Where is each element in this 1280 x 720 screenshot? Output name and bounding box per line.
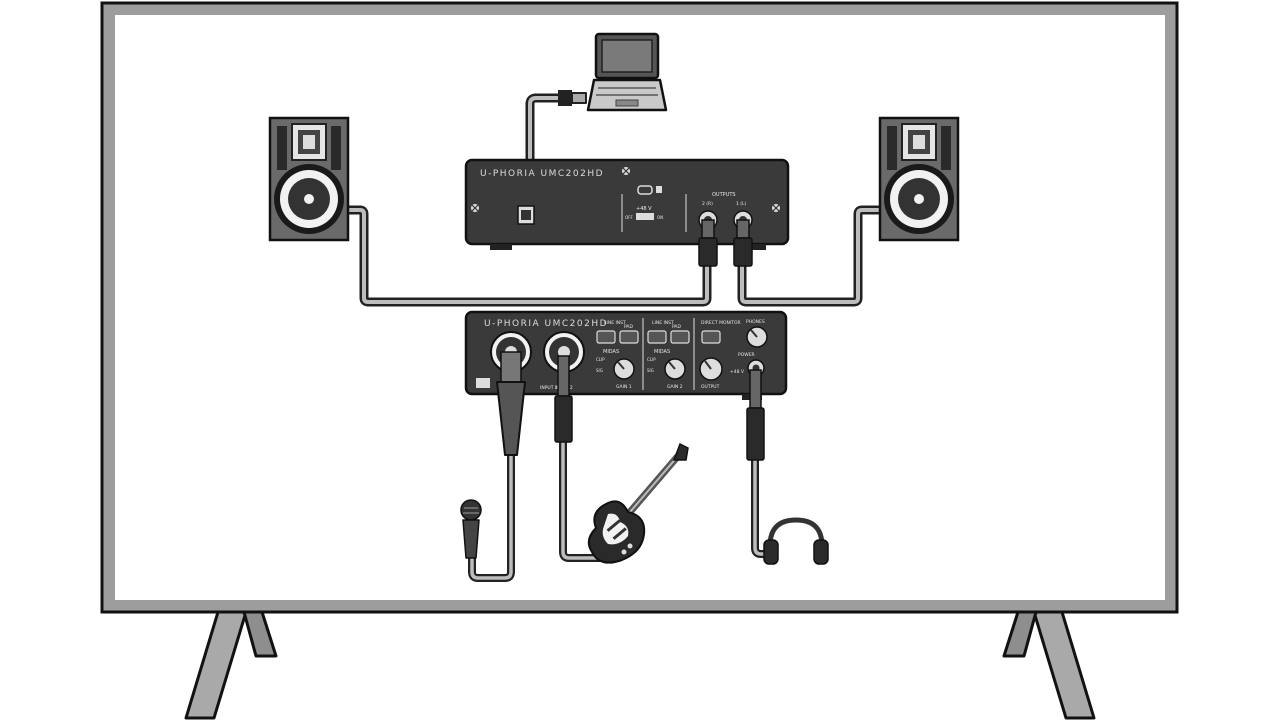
microphone (460, 499, 482, 559)
combo-input-2 (543, 331, 585, 373)
badge-icon (476, 378, 490, 388)
speaker-right-cable (737, 205, 885, 307)
gain-2-label: GAIN 2 (667, 384, 683, 390)
tv-stand (184, 610, 1096, 720)
ch1-pad-button (619, 330, 639, 344)
phantom-switch (636, 213, 654, 220)
rear-phantom-off: OFF (625, 215, 633, 220)
ch2-line-inst-button (647, 330, 667, 344)
ch1-line-inst-label: LINE INST (604, 320, 626, 326)
tv-leg-left (184, 610, 278, 720)
front-brand-label: U-PHORIA UMC202HD (484, 319, 608, 329)
microphone-cable (468, 451, 515, 582)
ch1-line-inst-button (596, 330, 616, 344)
studio-monitor-left (268, 116, 350, 242)
rear-outputs-label: OUTPUTS (712, 192, 736, 198)
interface-front-panel: U-PHORIA UMC202HD INPUT 1 INPUT 2 LINE I… (464, 310, 788, 400)
ch1-midas-label: MIDAS (603, 349, 619, 355)
guitar-cable (559, 436, 604, 562)
studio-monitor-right (878, 116, 960, 242)
rear-phantom-label: +48 V (636, 206, 652, 212)
power-label: POWER (738, 352, 755, 358)
ch2-clip-label: CLIP (647, 357, 656, 362)
kensington-lock-icon (637, 185, 662, 195)
ch2-pad-button (670, 330, 690, 344)
rear-screw-icons (471, 167, 780, 212)
ch1-clip-label: CLIP (596, 357, 605, 362)
rear-output-2-label: 2 (R) (702, 201, 713, 207)
direct-monitor-button (701, 330, 721, 344)
guitar-jack-plug (554, 355, 573, 443)
ch2-line-inst-label: LINE INST (652, 320, 674, 326)
laptop (586, 32, 668, 112)
tv-leg-right (1002, 610, 1096, 720)
ch1-pad-label: PAD (624, 324, 634, 330)
front-phantom-label: +48 V (730, 369, 745, 375)
rear-brand-label: U-PHORIA UMC202HD (480, 169, 604, 179)
rear-output-1-label: 1 (L) (736, 201, 747, 207)
rear-phantom-on: ON (657, 215, 663, 220)
headphone-plug (746, 369, 765, 461)
speaker-left-cable (341, 205, 712, 307)
trs-plug-right (733, 219, 753, 267)
ch2-sig-label: SIG (647, 368, 654, 373)
input-1-label: INPUT 1 (540, 385, 558, 391)
ch2-midas-label: MIDAS (654, 349, 670, 355)
ch1-sig-label: SIG (596, 368, 603, 373)
headphones (763, 517, 829, 565)
interface-rear-panel: U-PHORIA UMC202HD +48 V OFF ON OUTPUTS 2… (464, 158, 790, 267)
direct-monitor-label: DIRECT MONITOR (701, 320, 741, 326)
trs-plug-left (698, 219, 718, 267)
usb-port-icon (517, 205, 535, 225)
gain-1-label: GAIN 1 (616, 384, 632, 390)
ch2-pad-label: PAD (672, 324, 682, 330)
electric-guitar (587, 442, 689, 564)
xlr-connector (496, 351, 526, 456)
phones-label: PHONES (746, 319, 765, 325)
output-label: OUTPUT (701, 384, 720, 390)
headphones-cable (751, 451, 772, 558)
